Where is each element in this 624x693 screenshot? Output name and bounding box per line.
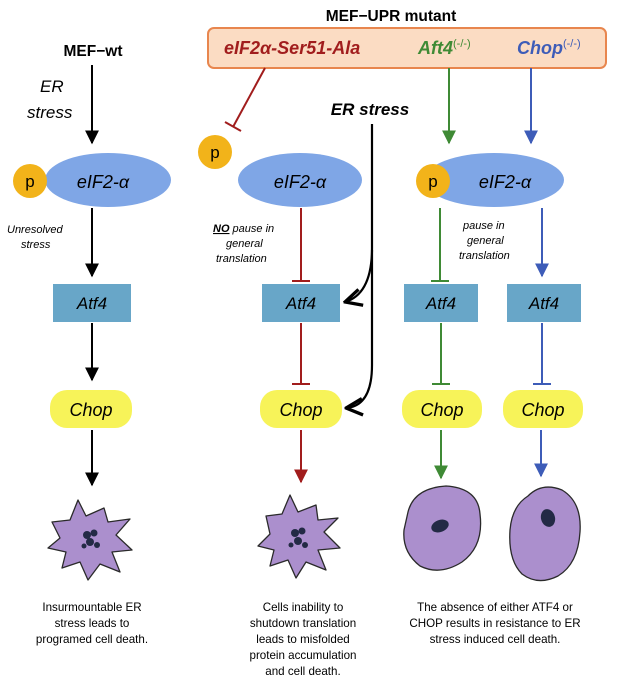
wt-eif2a-ellipse [45,153,171,207]
right-note-line2: general [467,235,504,247]
mid-caption-line5: and cell death. [265,665,340,678]
right-caption-line2: CHOP results in resistance to ER [409,617,580,630]
wt-note-line1: Unresolved [7,224,64,236]
right-chop-label-b: Chop [521,400,564,420]
right-chop-box-b [503,390,583,428]
banner-chop-ko: Chop(-/-) [517,38,581,58]
mid-phospho-circle [198,135,232,169]
mid-phospho-label: p [210,143,219,162]
mid-chop-box [260,390,342,428]
mid-note-line2: general [226,238,263,250]
wt-caption-line3: programed cell death. [36,633,148,646]
right-phospho-circle [416,164,450,198]
mid-caption-line1: Cells inability to [263,601,344,614]
right-atf4-box-b [507,284,581,322]
wt-atf4-label: Atf4 [76,294,107,313]
wt-eif2a-label: eIF2-α [77,172,130,192]
right-healthy-cell-b [509,486,581,582]
right-atf4-label-b: Atf4 [528,294,559,313]
wt-caption-line1: Insurmountable ER [42,601,141,614]
wt-apoptotic-cell [47,499,133,581]
wt-chop-label: Chop [69,400,112,420]
center-er-stress-arrow-atf4 [345,124,374,302]
right-chop-box-a [402,390,482,428]
mutant-title: MEF−UPR mutant [326,8,456,25]
mid-eif2a-label: eIF2-α [274,172,327,192]
mid-caption-line4: protein accumulation [250,649,357,662]
mid-inhibit-bar [224,121,242,132]
wt-title: MEF−wt [64,43,123,60]
center-er-stress: ER stress [331,100,409,119]
mid-caption-line3: leads to misfolded [256,633,349,646]
wt-caption-line2: stress leads to [55,617,130,630]
banner-atf4-ko: Aft4(-/-) [417,38,471,58]
mid-note-line1: NO pause in [213,223,274,235]
wt-er-stress-line2: stress [27,103,73,122]
right-caption-line3: stress induced cell death. [430,633,561,646]
wt-note-line2: stress [21,239,51,251]
banner-eif2a-mutant: eIF2α-Ser51-Ala [224,38,360,58]
wt-phospho-circle [13,164,47,198]
mid-atf4-label: Atf4 [285,294,316,313]
wt-atf4-box [53,284,131,322]
mid-note-line3: translation [216,253,267,265]
right-caption-line1: The absence of either ATF4 or [417,601,573,614]
right-atf4-box-a [404,284,478,322]
wt-phospho-label: p [25,172,34,191]
right-note-line3: translation [459,250,510,262]
mid-caption-line2: shutdown translation [250,617,356,630]
center-er-stress-arrow-chop [346,250,374,408]
mutant-banner [207,27,607,69]
right-eif2a-label: eIF2-α [479,172,532,192]
right-note-line1: pause in [462,220,505,232]
right-chop-label-a: Chop [420,400,463,420]
mid-atf4-box [262,284,340,322]
mid-chop-label: Chop [279,400,322,420]
right-phospho-label: p [428,172,437,191]
wt-er-stress-line1: ER [40,77,64,96]
mid-eif2a-ellipse [238,153,362,207]
right-eif2a-ellipse [424,153,564,207]
mid-inhibit-phospho [232,67,266,128]
right-atf4-label-a: Atf4 [425,294,456,313]
right-healthy-cell-a [403,485,482,571]
mid-apoptotic-cell [257,494,341,579]
wt-chop-box [50,390,132,428]
